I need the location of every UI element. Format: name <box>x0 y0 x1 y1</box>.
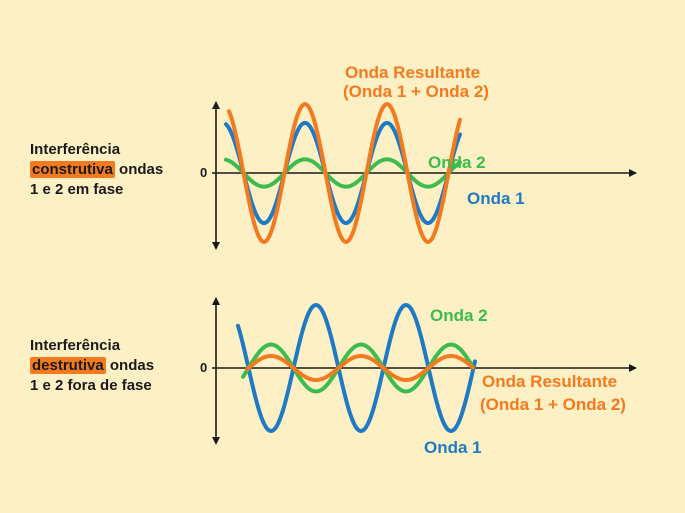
bottom-label-line1: Interferência <box>30 337 121 354</box>
bottom-onda2-label: Onda 2 <box>430 306 488 325</box>
top-resultante-label-line2: (Onda 1 + Onda 2) <box>343 82 489 101</box>
top-label-line2-rest: ondas <box>114 161 164 178</box>
top-resultante-wave <box>227 102 462 244</box>
bottom-label-line3: 1 e 2 fora de fase <box>30 377 152 394</box>
top-label-line1: Interferência <box>30 141 121 158</box>
top-onda2-label: Onda 2 <box>428 153 486 172</box>
top-label-line3: 1 e 2 em fase <box>30 181 124 198</box>
top-label-line2: construtiva ondas <box>30 160 163 180</box>
top-onda1-label: Onda 1 <box>467 189 525 208</box>
bottom-resultante-label-line1: Onda Resultante <box>482 372 617 391</box>
top-onda1-wave <box>224 120 462 226</box>
top-waves <box>224 102 462 244</box>
bottom-resultante-wave <box>245 353 475 383</box>
bottom-label-line2-rest: ondas <box>105 357 155 374</box>
bottom-waves <box>236 302 477 434</box>
top-onda2-wave <box>224 157 462 189</box>
bottom-zero-label: 0 <box>200 360 207 375</box>
destrutiva-highlight: destrutiva <box>30 357 106 374</box>
bottom-onda2-wave <box>241 342 475 394</box>
construtiva-highlight: construtiva <box>30 161 115 178</box>
top-panel-label: Interferência construtiva ondas 1 e 2 em… <box>30 140 163 200</box>
bottom-axes: 0 <box>200 297 637 445</box>
bottom-label-line2: destrutiva ondas <box>30 356 154 376</box>
bottom-onda1-label: Onda 1 <box>424 438 482 457</box>
bottom-panel-label: Interferência destrutiva ondas 1 e 2 for… <box>30 336 154 396</box>
top-zero-label: 0 <box>200 165 207 180</box>
bottom-onda1-wave <box>236 302 477 434</box>
bottom-resultante-label-line2: (Onda 1 + Onda 2) <box>480 395 626 414</box>
top-resultante-label-line1: Onda Resultante <box>345 63 480 82</box>
